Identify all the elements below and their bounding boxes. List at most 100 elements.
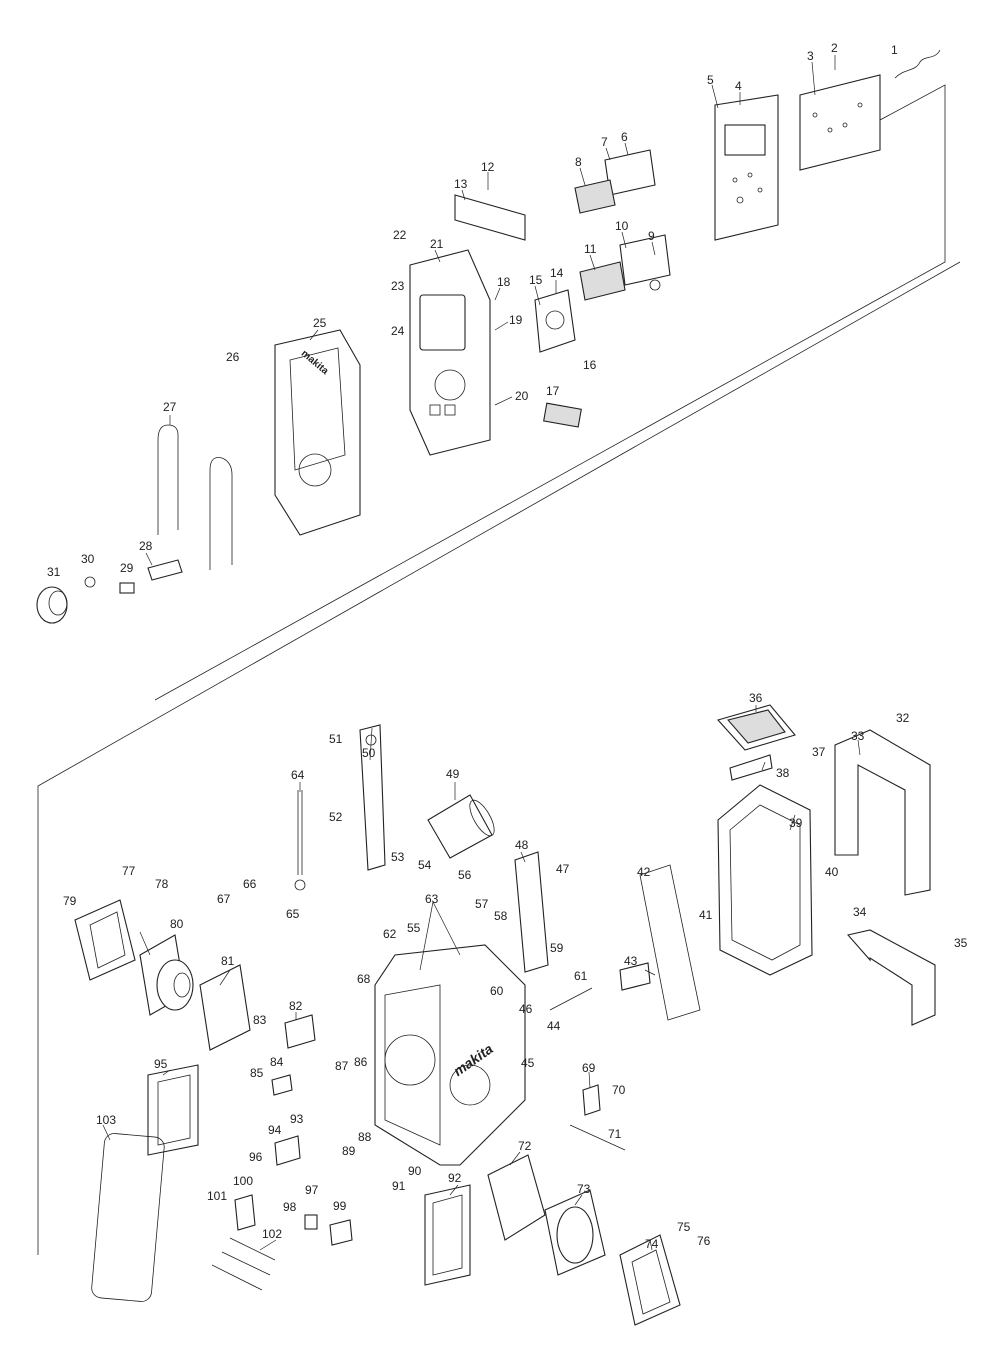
- callout-8: 8: [575, 155, 582, 169]
- callout-98: 98: [283, 1200, 297, 1214]
- part-50-arm: [359, 724, 386, 871]
- part-30-o-ring: [84, 576, 96, 588]
- part-63-main-housing: [374, 944, 526, 1166]
- part-27-handle: [157, 424, 233, 570]
- callout-75: 75: [677, 1220, 691, 1234]
- callout-85: 85: [250, 1066, 264, 1080]
- callout-43: 43: [624, 954, 638, 968]
- callout-103: 103: [96, 1113, 116, 1127]
- callout-18: 18: [497, 275, 511, 289]
- callout-68: 68: [357, 972, 371, 986]
- callout-5: 5: [707, 73, 714, 87]
- callout-59: 59: [550, 941, 564, 955]
- part-79-speaker-ring: [74, 899, 136, 981]
- part-94-board: [274, 1135, 301, 1166]
- part-3-plate: [799, 74, 881, 171]
- callout-60: 60: [490, 984, 504, 998]
- part-8-button-strip: [574, 179, 616, 214]
- callout-65: 65: [286, 907, 300, 921]
- callout-40: 40: [825, 865, 839, 879]
- callout-73: 73: [577, 1182, 591, 1196]
- callout-34: 34: [853, 905, 867, 919]
- callout-32: 32: [896, 711, 910, 725]
- part-80-speaker: [139, 934, 194, 1016]
- part-39-battery-housing: [717, 784, 813, 976]
- part-84-board: [271, 1074, 293, 1096]
- callout-101: 101: [207, 1189, 227, 1203]
- callout-37: 37: [812, 745, 826, 759]
- callout-10: 10: [615, 219, 629, 233]
- callout-16: 16: [583, 358, 597, 372]
- callout-91: 91: [392, 1179, 406, 1193]
- callout-99: 99: [333, 1199, 347, 1213]
- upper-assembly-frame: [154, 84, 946, 701]
- callout-94: 94: [268, 1123, 282, 1137]
- callout-61: 61: [574, 969, 588, 983]
- callout-22: 22: [393, 228, 407, 242]
- part-43-label: [619, 962, 651, 991]
- part-102-straps: [211, 1237, 276, 1291]
- part-92-gasket: [424, 1184, 471, 1286]
- part-17-cover: [543, 402, 582, 428]
- callout-96: 96: [249, 1150, 263, 1164]
- callout-42: 42: [637, 865, 651, 879]
- part-1-wire: [894, 49, 941, 79]
- callout-44: 44: [547, 1019, 561, 1033]
- callout-83: 83: [253, 1013, 267, 1027]
- callout-100: 100: [233, 1174, 253, 1188]
- callout-30: 30: [81, 552, 95, 566]
- callout-102: 102: [262, 1227, 282, 1241]
- callout-93: 93: [290, 1112, 304, 1126]
- callout-50: 50: [362, 746, 376, 760]
- callout-51: 51: [329, 732, 343, 746]
- callout-69: 69: [582, 1061, 596, 1075]
- callout-15: 15: [529, 273, 543, 287]
- callout-80: 80: [170, 917, 184, 931]
- callout-1: 1: [891, 43, 898, 57]
- callout-67: 67: [217, 892, 231, 906]
- part-81-gasket: [199, 964, 251, 1051]
- callout-35: 35: [954, 936, 968, 950]
- callout-24: 24: [391, 324, 405, 338]
- callout-87: 87: [335, 1059, 349, 1073]
- callout-2: 2: [831, 41, 838, 55]
- callout-7: 7: [601, 135, 608, 149]
- part-6-switch-board: [604, 149, 656, 196]
- callout-56: 56: [458, 868, 472, 882]
- lower-assembly-frame: [37, 261, 961, 1255]
- part-72-gasket: [487, 1154, 546, 1241]
- callout-81: 81: [221, 954, 235, 968]
- callout-86: 86: [354, 1055, 368, 1069]
- part-100-board: [234, 1194, 256, 1231]
- callout-88: 88: [358, 1130, 372, 1144]
- part-61-rod: [549, 987, 593, 1011]
- callout-62: 62: [383, 927, 397, 941]
- part-36-grille: [717, 704, 796, 751]
- callout-9: 9: [648, 229, 655, 243]
- callout-38: 38: [776, 766, 790, 780]
- callout-25: 25: [313, 316, 327, 330]
- callout-53: 53: [391, 850, 405, 864]
- callout-57: 57: [475, 897, 489, 911]
- part-33-handle: [834, 729, 931, 896]
- part-71-rod: [569, 1124, 626, 1151]
- callout-48: 48: [515, 838, 529, 852]
- part-15-plate: [534, 289, 576, 353]
- part-31-knob: [36, 586, 68, 624]
- part-48-arm: [514, 851, 549, 973]
- part-callouts: 1 2 3 4 5 6 7 8 9 10 11 12 13 14 15 16 1…: [47, 41, 968, 1251]
- part-29-clip: [119, 582, 135, 594]
- part-99-board: [329, 1219, 353, 1246]
- callout-27: 27: [163, 400, 177, 414]
- callout-33: 33: [851, 729, 865, 743]
- callout-92: 92: [448, 1171, 462, 1185]
- part-13-display-board: [454, 194, 526, 241]
- part-38-terminal: [729, 754, 773, 781]
- callout-72: 72: [518, 1139, 532, 1153]
- part-95-gasket: [147, 1064, 199, 1156]
- callout-97: 97: [305, 1183, 319, 1197]
- callout-82: 82: [289, 999, 303, 1013]
- callout-55: 55: [407, 921, 421, 935]
- callout-77: 77: [122, 864, 136, 878]
